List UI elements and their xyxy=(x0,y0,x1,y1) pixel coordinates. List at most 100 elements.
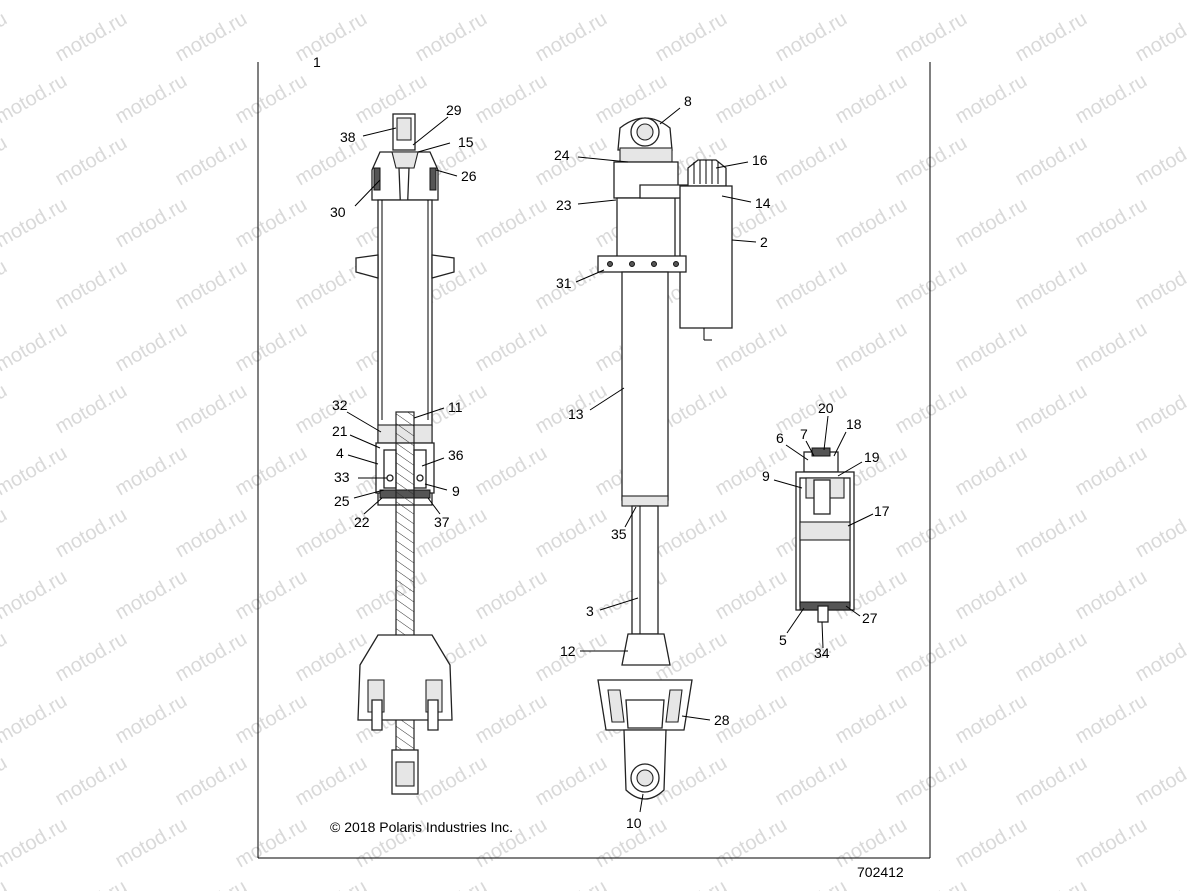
callout-20: 20 xyxy=(818,400,834,416)
callout-2: 2 xyxy=(760,234,768,250)
watermark-text: motod.ru xyxy=(172,504,251,563)
watermark-text: motod.ru xyxy=(1012,504,1091,563)
watermark-text: motod.ru xyxy=(52,256,131,315)
watermark-text: motod.ru xyxy=(712,0,791,4)
watermark-text: motod.ru xyxy=(1132,876,1188,891)
watermark-text: motod.ru xyxy=(112,814,191,873)
watermark-text: motod.ru xyxy=(592,70,671,129)
watermark-text: motod.ru xyxy=(0,0,71,4)
callout-6: 6 xyxy=(776,430,784,446)
watermark-text: motod.ru xyxy=(1072,814,1151,873)
watermark-text: motod.ru xyxy=(772,752,851,811)
watermark-text: motod.ru xyxy=(0,752,11,811)
watermark-text: motod.ru xyxy=(832,690,911,749)
callout-16: 16 xyxy=(752,152,768,168)
watermark-text: motod.ru xyxy=(652,504,731,563)
watermark-text: motod.ru xyxy=(232,0,311,4)
watermark-text: motod.ru xyxy=(1072,566,1151,625)
callout-21: 21 xyxy=(332,423,348,439)
watermark-text: motod.ru xyxy=(112,70,191,129)
watermark-text: motod.ru xyxy=(952,0,1031,4)
watermark-text: motod.ru xyxy=(472,566,551,625)
watermark-text: motod.ru xyxy=(592,566,671,625)
watermark-text: motod.ru xyxy=(772,876,851,891)
watermark-text: motod.ru xyxy=(1132,628,1188,687)
watermark-text: motod.ru xyxy=(1132,380,1188,439)
callout-19: 19 xyxy=(864,449,880,465)
watermark-text: motod.ru xyxy=(952,690,1031,749)
watermark-text: motod.ru xyxy=(112,566,191,625)
watermark-text: motod.ru xyxy=(592,0,671,4)
watermark-text: motod.ru xyxy=(952,442,1031,501)
watermark-text: motod.ru xyxy=(232,690,311,749)
watermark-text: motod.ru xyxy=(52,8,131,67)
watermark-text: motod.ru xyxy=(0,380,11,439)
callout-11: 11 xyxy=(448,399,463,415)
watermark-text: motod.ru xyxy=(0,628,11,687)
middle-shock-exterior xyxy=(597,117,733,800)
watermark-text: motod.ru xyxy=(892,8,971,67)
watermark-text: motod.ru xyxy=(352,566,431,625)
callout-10: 10 xyxy=(626,815,642,831)
watermark-text: motod.ru xyxy=(412,876,491,891)
callout-30: 30 xyxy=(330,204,346,220)
watermark-text: motod.ru xyxy=(772,8,851,67)
callout-18: 18 xyxy=(846,416,862,432)
watermark-text: motod.ru xyxy=(112,442,191,501)
watermark-text: motod.ru xyxy=(1072,194,1151,253)
watermark-text: motod.ru xyxy=(472,70,551,129)
watermark-text: motod.ru xyxy=(1072,442,1151,501)
watermark-text: motod.ru xyxy=(0,318,71,377)
watermark-text: motod.ru xyxy=(1012,380,1091,439)
watermark-text: motod.ru xyxy=(232,566,311,625)
watermark-text: motod.ru xyxy=(1072,318,1151,377)
watermark-text: motod.ru xyxy=(532,504,611,563)
callout-31: 31 xyxy=(556,275,572,291)
watermark-text: motod.ru xyxy=(1012,8,1091,67)
watermark-text: motod.ru xyxy=(172,132,251,191)
watermark-text: motod.ru xyxy=(1012,628,1091,687)
watermark-text: motod.ru xyxy=(172,380,251,439)
watermark-text: motod.ru xyxy=(712,566,791,625)
copyright-text: © 2018 Polaris Industries Inc. xyxy=(330,819,513,835)
callout-14: 14 xyxy=(755,195,771,211)
callout-17: 17 xyxy=(874,503,890,519)
watermark-text: motod.ru xyxy=(0,504,11,563)
callout-9-left: 9 xyxy=(452,483,460,499)
watermark-text: motod.ru xyxy=(892,256,971,315)
watermark-text: motod.ru xyxy=(0,690,71,749)
watermark-text: motod.ru xyxy=(112,690,191,749)
watermark-text: motod.ru xyxy=(412,752,491,811)
callout-7: 7 xyxy=(800,426,808,442)
callout-4: 4 xyxy=(336,445,344,461)
watermark-text: motod.ru xyxy=(532,8,611,67)
callout-32: 32 xyxy=(332,397,348,413)
left-shock-cross-section xyxy=(355,113,455,795)
figure-number: 1 xyxy=(313,54,321,70)
callout-3: 3 xyxy=(586,603,594,619)
watermark-text: motod.ru xyxy=(472,318,551,377)
watermark-text: motod.ru xyxy=(112,194,191,253)
watermark-text: motod.ru xyxy=(0,256,11,315)
watermark-text: motod.ru xyxy=(292,504,371,563)
watermark-text: motod.ru xyxy=(292,752,371,811)
callout-35: 35 xyxy=(611,526,627,542)
watermark-text: motod.ru xyxy=(892,380,971,439)
callout-37: 37 xyxy=(434,514,450,530)
watermark-text: motod.ru xyxy=(0,194,71,253)
watermark-text: motod.ru xyxy=(292,8,371,67)
callout-12: 12 xyxy=(560,643,576,659)
watermark-text: motod.ru xyxy=(232,194,311,253)
drawing-frame xyxy=(257,62,931,859)
watermark-text: motod.ru xyxy=(1072,0,1151,4)
drawing-id: 702412 xyxy=(857,864,904,880)
callout-38: 38 xyxy=(340,129,356,145)
watermark-text: motod.ru xyxy=(472,442,551,501)
watermark-text: motod.ru xyxy=(52,132,131,191)
watermark-text: motod.ru xyxy=(892,132,971,191)
watermark-text: motod.ru xyxy=(532,132,611,191)
callout-26: 26 xyxy=(461,168,477,184)
watermark-text: motod.ru xyxy=(532,876,611,891)
watermark-text: motod.ru xyxy=(232,318,311,377)
